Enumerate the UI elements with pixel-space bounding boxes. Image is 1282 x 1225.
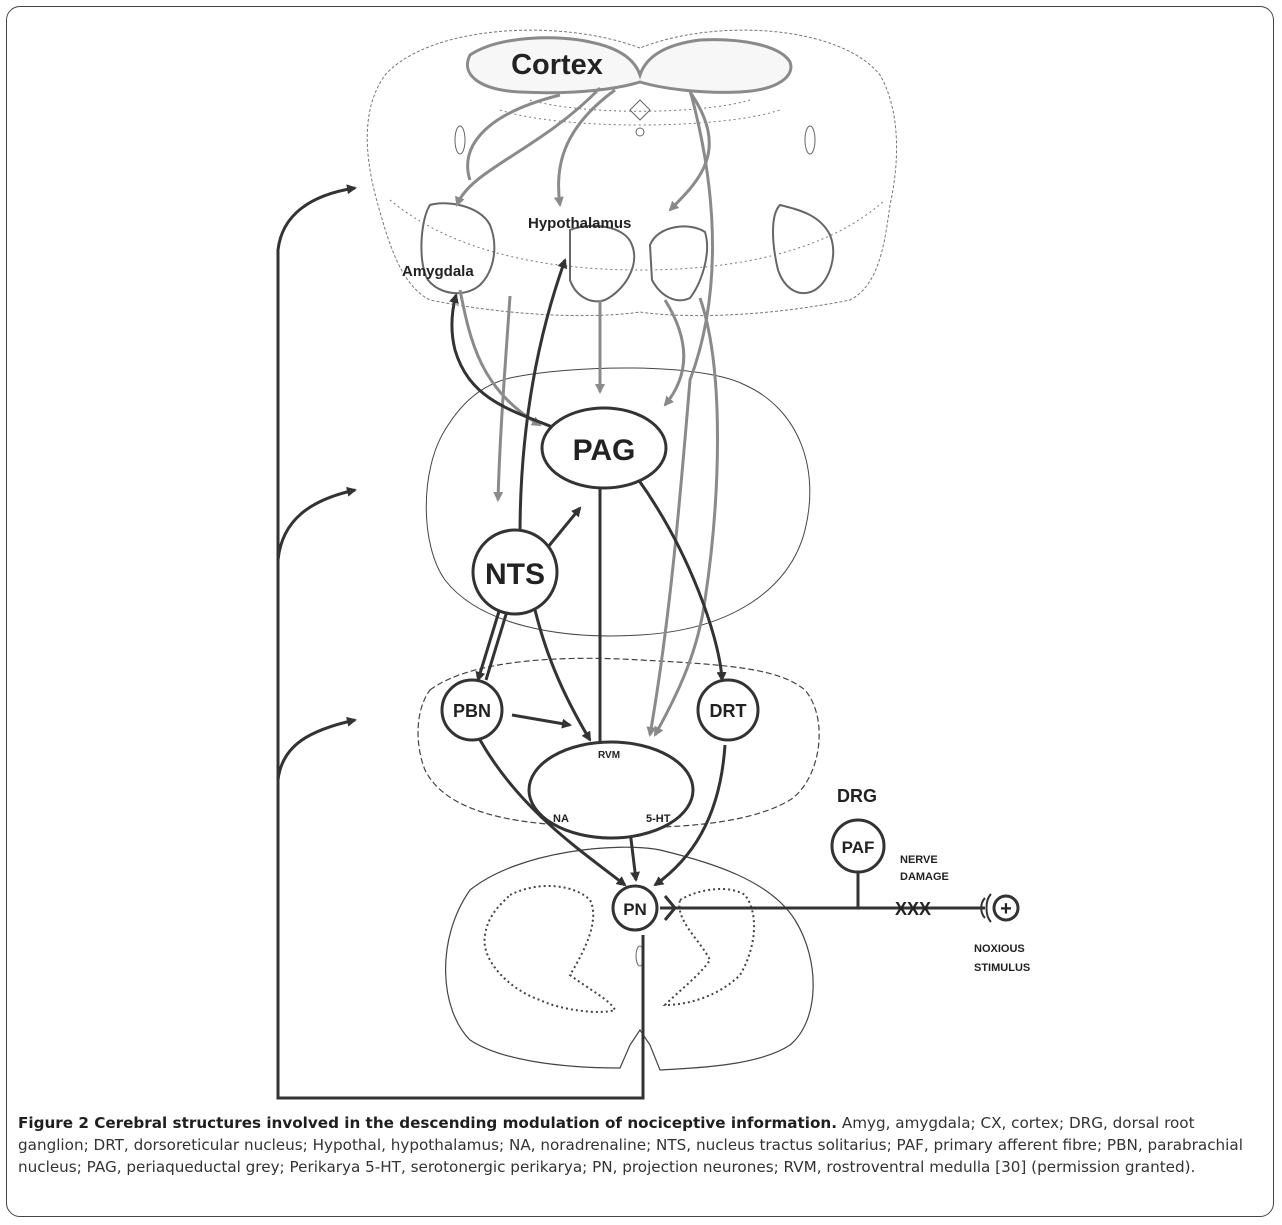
pag-label: PAG (573, 434, 636, 467)
paf-label: PAF (842, 838, 875, 857)
rvm-label: RVM (598, 750, 620, 761)
figure-frame (6, 6, 1274, 1217)
plus-sign: + (1000, 898, 1012, 920)
pag-node: PAG (540, 406, 668, 490)
na-label: NA (553, 813, 569, 825)
nts-node: NTS (471, 528, 559, 616)
amygdala-right-shape (772, 203, 835, 295)
drt-node: DRT (696, 678, 760, 742)
pn-node: PN (611, 884, 659, 932)
caption-body: Amyg, amygdala; CX, cortex; DRG, dorsal … (18, 1114, 1243, 1176)
hypothalamus-shape (569, 224, 709, 303)
nts-label: NTS (485, 558, 545, 591)
caption-title: Figure 2 Cerebral structures involved in… (18, 1114, 838, 1132)
drt-label: DRT (710, 701, 747, 721)
grey-matter-outline (483, 884, 756, 1013)
ht-label: 5-HT (646, 813, 671, 825)
paf-node: PAF (830, 818, 886, 874)
rvm-node: RVM NA 5-HT (527, 740, 695, 840)
nerve-damage-label-1: NERVE (900, 854, 938, 866)
spinal-cord-outline (445, 846, 814, 1071)
cortex-shape (466, 36, 793, 95)
hypothalamus-label: Hypothalamus (528, 215, 631, 232)
pn-label: PN (623, 900, 647, 919)
noxious-label-1: NOXIOUS (974, 943, 1025, 955)
noxious-stimulus-icon: + (980, 893, 1020, 923)
cortex-label: Cortex (511, 49, 603, 81)
synapse-mark (663, 895, 677, 921)
medulla-outline (417, 657, 820, 829)
xxx-label: XXX (895, 899, 931, 919)
nerve-damage-label-2: DAMAGE (900, 871, 949, 883)
pbn-label: PBN (453, 701, 491, 721)
brainstem-outline (425, 367, 811, 637)
amygdala-left-shape (420, 202, 496, 295)
brain-outline (366, 29, 898, 317)
nociception-diagram: Cortex Amygdala Hypothalamus (276, 29, 1030, 1100)
amygdala-label: Amygdala (402, 263, 474, 280)
figure-caption: Figure 2 Cerebral structures involved in… (18, 1112, 1268, 1178)
noxious-label-2: STIMULUS (974, 962, 1030, 974)
grey-pathways (455, 86, 719, 737)
pbn-node: PBN (440, 678, 504, 742)
drg-label: DRG (837, 786, 877, 806)
dark-pathways (276, 184, 985, 1100)
